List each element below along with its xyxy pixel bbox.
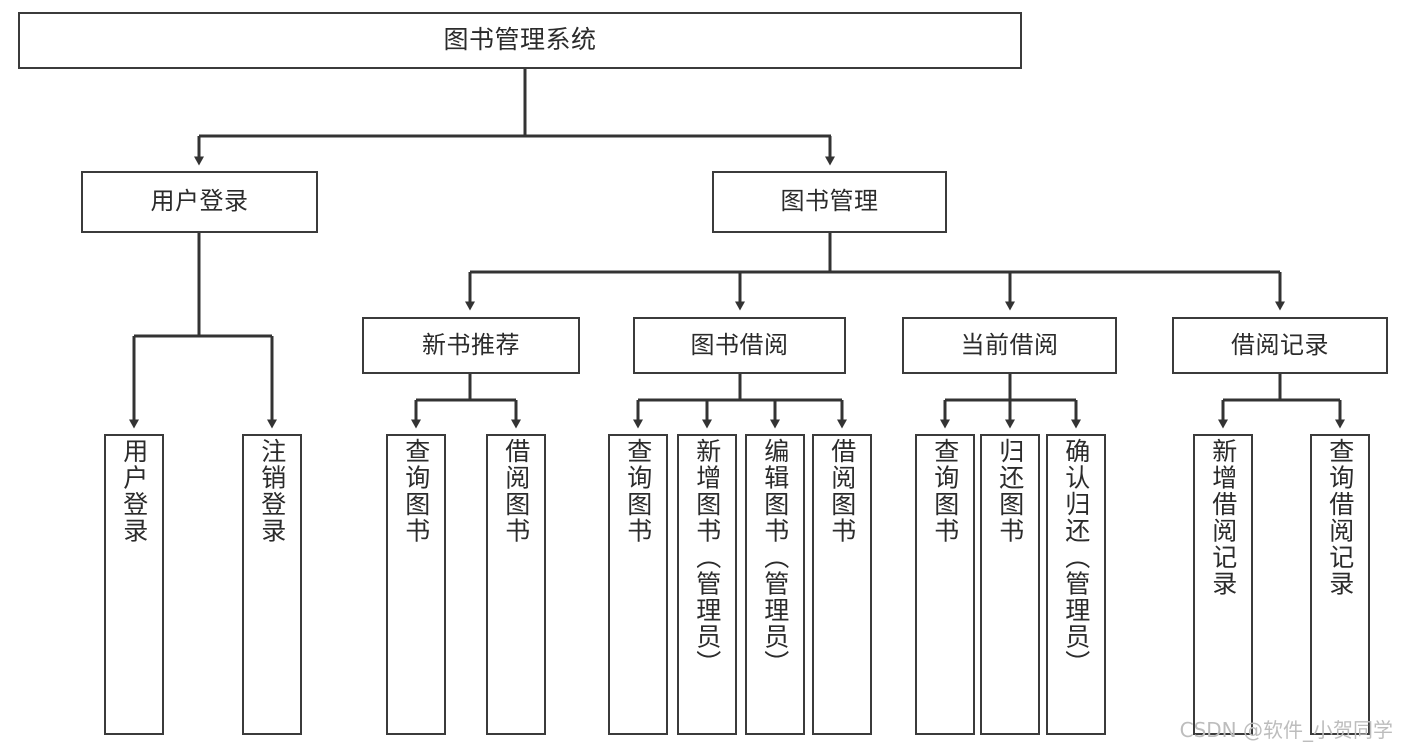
node-book-management[interactable]: 图书管理 — [712, 171, 947, 233]
node-label: 新书推荐 — [422, 330, 520, 359]
edge-group-current-borrow — [940, 374, 1081, 429]
node-root-system[interactable]: 图书管理系统 — [18, 12, 1022, 69]
node-label: 借阅图书 — [501, 438, 531, 544]
leaf-query-books-new[interactable]: 查询图书 — [386, 434, 446, 735]
node-label: 注销登录 — [257, 438, 287, 544]
node-label: 当前借阅 — [960, 330, 1059, 359]
node-label: 新增图书（管理员） — [692, 438, 722, 677]
node-label: 图书管理 — [780, 187, 879, 216]
node-label: 确认归还（管理员） — [1061, 438, 1091, 677]
leaf-edit-book-admin[interactable]: 编辑图书（管理员） — [745, 434, 805, 735]
edge-group-root — [194, 69, 835, 166]
node-user-login[interactable]: 用户登录 — [81, 171, 318, 233]
node-borrow-records[interactable]: 借阅记录 — [1172, 317, 1388, 374]
edge-group-user-login — [129, 233, 277, 429]
node-label: 图书借阅 — [690, 330, 789, 359]
node-book-borrow[interactable]: 图书借阅 — [633, 317, 846, 374]
node-label: 归还图书 — [995, 438, 1025, 544]
node-label: 查询图书 — [930, 438, 960, 544]
leaf-add-borrow-record[interactable]: 新增借阅记录 — [1193, 434, 1253, 735]
node-current-borrow[interactable]: 当前借阅 — [902, 317, 1117, 374]
node-label: 新增借阅记录 — [1208, 438, 1238, 597]
leaf-query-books-current[interactable]: 查询图书 — [915, 434, 975, 735]
leaf-return-books[interactable]: 归还图书 — [980, 434, 1040, 735]
leaf-query-books-borrow[interactable]: 查询图书 — [608, 434, 668, 735]
leaf-borrow-books[interactable]: 借阅图书 — [812, 434, 872, 735]
leaf-user-login[interactable]: 用户登录 — [104, 434, 164, 735]
edge-group-borrow — [633, 374, 847, 429]
node-label: 借阅记录 — [1231, 330, 1329, 359]
node-label: 用户登录 — [150, 187, 249, 216]
node-label: 查询图书 — [401, 438, 431, 544]
leaf-confirm-return-admin[interactable]: 确认归还（管理员） — [1046, 434, 1106, 735]
node-label: 图书管理系统 — [443, 25, 597, 55]
edge-group-book-mgmt — [465, 233, 1285, 311]
node-new-book-recommend[interactable]: 新书推荐 — [362, 317, 580, 374]
leaf-borrow-books-new[interactable]: 借阅图书 — [486, 434, 546, 735]
node-label: 查询借阅记录 — [1325, 438, 1355, 597]
node-label: 编辑图书（管理员） — [760, 438, 790, 677]
node-label: 查询图书 — [623, 438, 653, 544]
node-label: 借阅图书 — [827, 438, 857, 544]
edge-group-borrow-records — [1218, 374, 1345, 429]
watermark: CSDN @软件_小贺同学 — [1179, 718, 1393, 742]
leaf-logout[interactable]: 注销登录 — [242, 434, 302, 735]
edge-group-new-books — [411, 374, 521, 429]
leaf-query-borrow-record[interactable]: 查询借阅记录 — [1310, 434, 1370, 735]
node-label: 用户登录 — [119, 438, 149, 544]
leaf-add-book-admin[interactable]: 新增图书（管理员） — [677, 434, 737, 735]
